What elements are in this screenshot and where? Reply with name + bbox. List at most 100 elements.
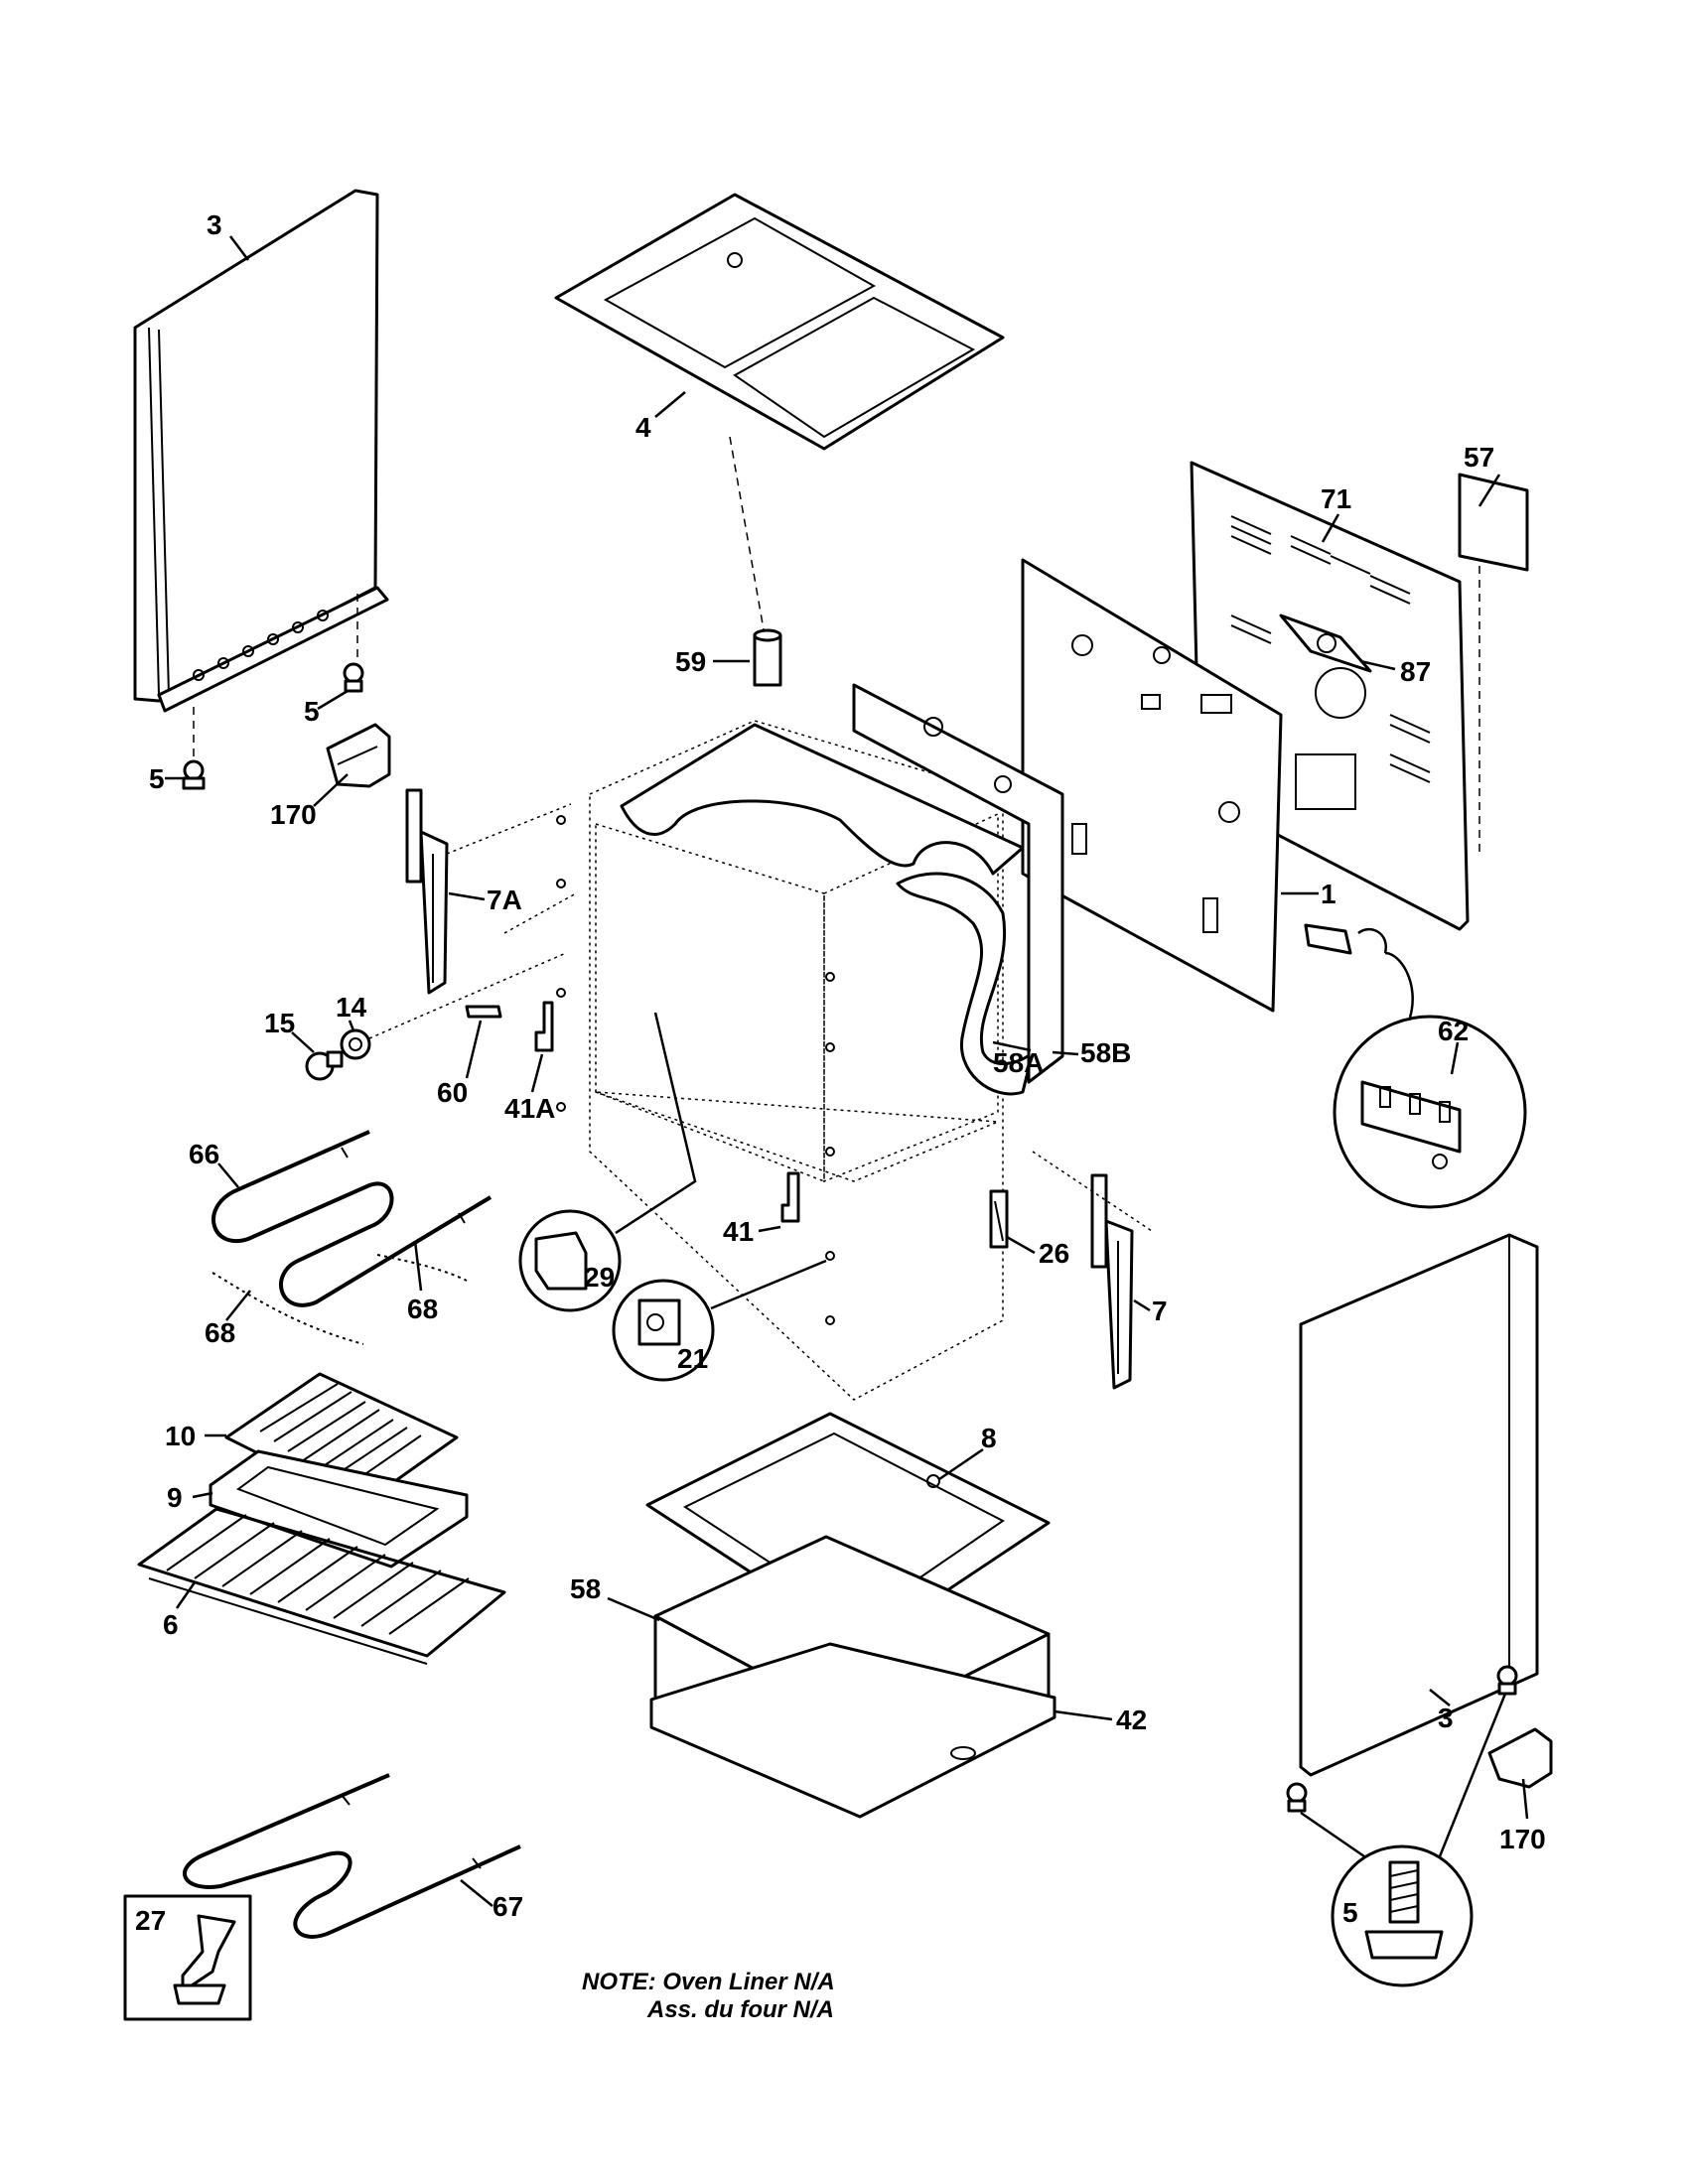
callout-5-lower: 5: [149, 763, 165, 794]
door-hinge-right[interactable]: [1090, 1173, 1134, 1390]
broil-element[interactable]: [211, 1130, 492, 1307]
terminal-block-detail[interactable]: [1360, 1080, 1462, 1169]
broil-pan[interactable]: [209, 1449, 469, 1569]
callout-68-right: 68: [407, 1294, 438, 1324]
leader-41: [758, 1225, 781, 1233]
callout-7A: 7A: [487, 885, 522, 915]
callout-29: 29: [584, 1262, 615, 1293]
callout-66: 66: [189, 1139, 219, 1169]
leader-41A: [530, 1053, 544, 1093]
rack-support-left[interactable]: [534, 1001, 554, 1052]
oven-bottom[interactable]: [645, 1412, 1051, 1648]
leveling-screw-lower[interactable]: [182, 759, 206, 790]
note-line-2: Ass. du four N/A: [646, 1996, 834, 2023]
cover-plate[interactable]: [1458, 473, 1529, 572]
callout-15: 15: [264, 1008, 295, 1038]
leveling-screw-small-left[interactable]: [1286, 1782, 1308, 1813]
callout-4: 4: [635, 412, 651, 443]
bottom-tray[interactable]: [649, 1642, 1056, 1819]
terminal-block[interactable]: [1304, 923, 1414, 1019]
leader-62: [1450, 1041, 1460, 1075]
door-hinge-left[interactable]: [405, 788, 449, 995]
leader-9: [192, 1491, 213, 1499]
leader-21-link: [710, 1259, 827, 1310]
callout-3-left: 3: [207, 209, 222, 240]
callout-14: 14: [336, 992, 367, 1023]
insulation-wire-left: [211, 1272, 364, 1345]
callout-41A: 41A: [504, 1093, 555, 1124]
callout-71: 71: [1321, 483, 1351, 514]
leader-67: [460, 1879, 493, 1907]
leveling-leg[interactable]: [1364, 1860, 1444, 1960]
leveling-screw-upper[interactable]: [343, 662, 364, 693]
callout-1: 1: [1321, 879, 1336, 909]
callout-58B: 58B: [1080, 1037, 1131, 1068]
callout-6: 6: [163, 1609, 179, 1640]
callout-67: 67: [492, 1891, 523, 1922]
callout-170-right: 170: [1499, 1824, 1546, 1854]
leader-7: [1133, 1298, 1151, 1312]
lamp-socket[interactable]: [340, 1028, 371, 1060]
leader-57: [1477, 474, 1501, 507]
callout-9: 9: [167, 1482, 183, 1513]
leader-7A: [448, 891, 486, 901]
leader-29-link: [615, 1012, 697, 1235]
callout-5-circle: 5: [1342, 1897, 1358, 1928]
leader-87: [1359, 659, 1396, 671]
side-panel-left[interactable]: [133, 189, 389, 764]
leader-5-circle-a: [1300, 1811, 1365, 1858]
leader-60: [465, 1020, 483, 1079]
leader-58: [607, 1596, 660, 1622]
callout-58: 58: [570, 1573, 601, 1604]
leader-66: [217, 1162, 239, 1188]
leader-170-left: [313, 773, 349, 807]
callout-170-left: 170: [270, 799, 317, 830]
callout-7: 7: [1152, 1296, 1168, 1326]
leader-15: [291, 1031, 315, 1053]
callout-42: 42: [1116, 1705, 1147, 1735]
leader-58B: [1052, 1050, 1079, 1056]
leader-58A: [992, 1040, 1032, 1052]
leader-42: [1054, 1709, 1113, 1721]
callout-59: 59: [675, 646, 706, 677]
oven-front-frame[interactable]: [852, 683, 1064, 1084]
note-line-1: NOTE: Oven Liner N/A: [582, 1969, 835, 1995]
leader-6: [175, 1581, 197, 1609]
leader-68-left: [225, 1290, 251, 1321]
rack-support-right[interactable]: [780, 1171, 800, 1223]
hinge-receptacle[interactable]: [989, 1189, 1009, 1249]
callout-3-right: 3: [1438, 1703, 1454, 1733]
leveling-screw-small-right[interactable]: [1496, 1665, 1518, 1696]
leader-4: [654, 391, 686, 418]
oven-rack[interactable]: [137, 1507, 506, 1665]
door-switch[interactable]: [534, 1231, 588, 1291]
element-bracket[interactable]: [173, 1914, 236, 2005]
side-screws: [556, 815, 835, 1325]
lamp-clip[interactable]: [465, 1005, 502, 1019]
leader-68-right: [413, 1240, 423, 1292]
callout-26: 26: [1039, 1238, 1069, 1269]
anti-tip-bracket-left[interactable]: [326, 723, 391, 788]
callout-21: 21: [677, 1343, 708, 1374]
callout-68-left: 68: [205, 1317, 235, 1348]
gasket[interactable]: [1279, 614, 1372, 673]
leader-71: [1321, 513, 1340, 543]
leader-5-circle-b: [1438, 1693, 1507, 1857]
callout-87: 87: [1400, 656, 1431, 687]
vent-tube[interactable]: [753, 628, 782, 687]
lamp-bulb[interactable]: [305, 1050, 344, 1081]
callout-62: 62: [1438, 1016, 1469, 1046]
leader-8: [938, 1447, 984, 1481]
leader-3-right: [1429, 1689, 1451, 1706]
rack-guide[interactable]: [637, 1298, 681, 1346]
leader-26: [1006, 1235, 1036, 1255]
top-panel[interactable]: [554, 193, 1005, 451]
callout-5-upper: 5: [304, 696, 320, 727]
side-panel-right[interactable]: [1299, 1233, 1539, 1777]
bake-element[interactable]: [183, 1773, 521, 1939]
anti-tip-bracket-right[interactable]: [1487, 1727, 1553, 1789]
callout-58A: 58A: [993, 1047, 1044, 1078]
leader-5-upper: [317, 689, 349, 711]
leader-170-right: [1521, 1778, 1529, 1820]
